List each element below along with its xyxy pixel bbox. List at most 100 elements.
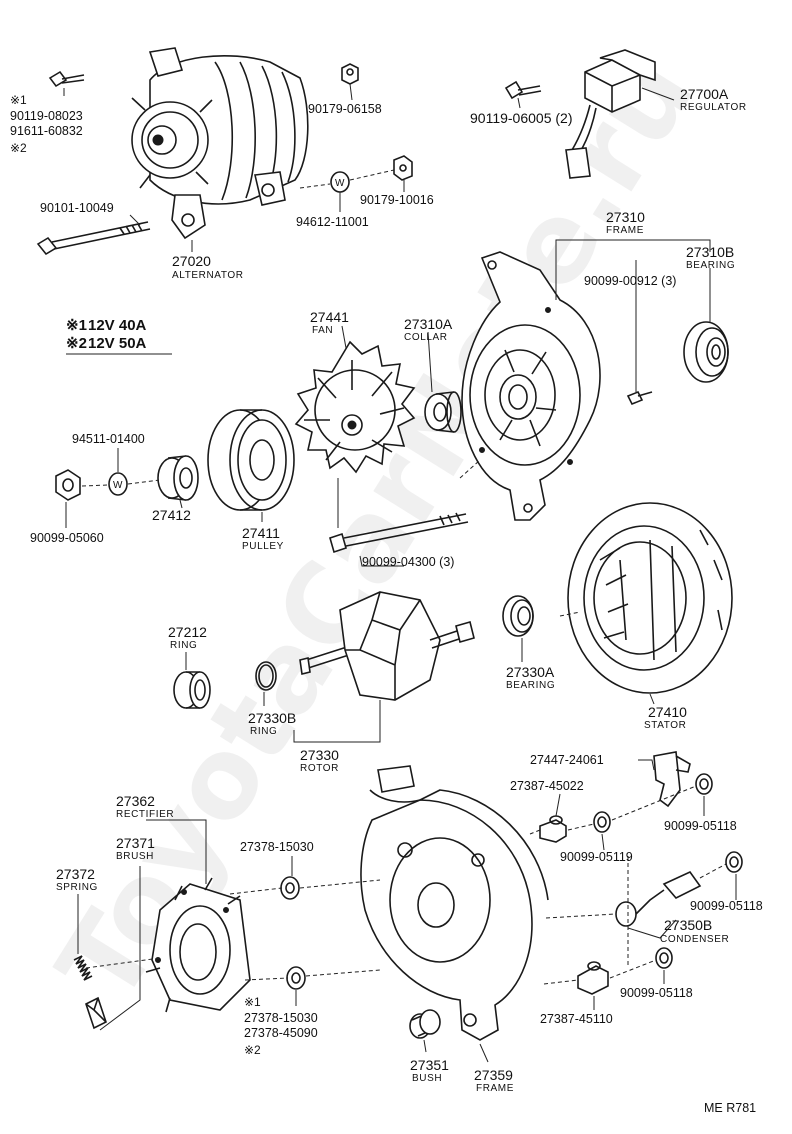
label-91611-60832: 91611-60832 bbox=[10, 124, 83, 138]
label-27372: 27372 bbox=[56, 866, 95, 882]
regulator-drawing bbox=[565, 49, 656, 179]
bearing-27310B-drawing bbox=[683, 321, 729, 383]
label-27350B: 27350B bbox=[664, 917, 712, 933]
label-27387-45110: 27387-45110 bbox=[540, 1012, 613, 1026]
label-27020: 27020 bbox=[172, 253, 211, 269]
label-27359: 27359 bbox=[474, 1067, 513, 1083]
label-90099-04300: 90099-04300 (3) bbox=[362, 555, 454, 569]
label-94612-11001: 94612-11001 bbox=[296, 215, 369, 229]
label-27378-15030a: 27378-15030 bbox=[240, 840, 314, 854]
bearing-27330A-drawing bbox=[502, 595, 534, 637]
label-27371: 27371 bbox=[116, 835, 155, 851]
label-27330A: 27330A bbox=[506, 664, 555, 680]
label-27310B-name: BEARING bbox=[686, 260, 735, 271]
label-27359-name: FRAME bbox=[476, 1083, 514, 1094]
label-90099-05119: 90099-05119 bbox=[560, 850, 633, 864]
insulator-27378-15030b-drawing bbox=[286, 966, 306, 990]
washer-94511-drawing: W bbox=[108, 472, 128, 496]
label-90099-05118a: 90099-05118 bbox=[664, 819, 737, 833]
label-27212: 27212 bbox=[168, 624, 207, 640]
label-90099-05060: 90099-05060 bbox=[30, 531, 104, 545]
label-27362-name: RECTIFIER bbox=[116, 809, 174, 820]
insulator-27378-15030a-drawing bbox=[280, 876, 300, 900]
nut-90099-05118c-drawing bbox=[655, 947, 673, 969]
label-27411-name: PULLEY bbox=[242, 541, 284, 552]
label-27310A-name: COLLAR bbox=[404, 332, 448, 343]
label-27700A: 27700A bbox=[680, 86, 729, 102]
label-27362: 27362 bbox=[116, 793, 155, 809]
screw-90099-00912-drawing bbox=[626, 390, 653, 406]
label-27378-45090-mark: ※2 bbox=[244, 1043, 261, 1057]
nut-90099-05118a-drawing bbox=[695, 773, 713, 795]
label-27351-name: BUSH bbox=[412, 1073, 442, 1084]
diagram-code: ME R781 bbox=[704, 1101, 756, 1115]
rear-frame-drawing bbox=[360, 765, 549, 1041]
spec-legend: ※1 12V 40A ※2 12V 50A bbox=[66, 317, 172, 355]
labels: ※1 90119-08023 91611-60832 ※2 90101-1004… bbox=[10, 86, 763, 1115]
label-27310B: 27310B bbox=[686, 244, 734, 260]
spring-27372-drawing bbox=[73, 955, 93, 981]
label-90119-08023: 90119-08023 bbox=[10, 109, 83, 123]
nut-90099-05118b-drawing bbox=[725, 851, 743, 873]
bracket-27447-drawing bbox=[653, 751, 691, 808]
label-27372-name: SPRING bbox=[56, 882, 98, 893]
label-27310-name: FRAME bbox=[606, 225, 644, 236]
label-27212-name: RING bbox=[170, 640, 197, 651]
label-90119-08023-mark: ※1 bbox=[10, 93, 27, 107]
label-27310: 27310 bbox=[606, 209, 645, 225]
svg-text:W: W bbox=[335, 178, 345, 189]
alternator-assembly-drawing bbox=[131, 47, 309, 240]
label-27387-45022: 27387-45022 bbox=[510, 779, 584, 793]
label-27330: 27330 bbox=[300, 747, 339, 763]
label-91611-60832-mark: ※2 bbox=[10, 141, 27, 155]
label-90101-10049: 90101-10049 bbox=[40, 201, 114, 215]
label-27330A-name: BEARING bbox=[506, 680, 555, 691]
nut-90179-06158-drawing bbox=[341, 63, 359, 85]
label-90099-05118b: 90099-05118 bbox=[690, 899, 763, 913]
label-90119-06005: 90119-06005 (2) bbox=[470, 110, 572, 126]
stator-drawing bbox=[567, 502, 733, 694]
legend-text-2: 12V 50A bbox=[88, 335, 147, 352]
label-27020-name: ALTERNATOR bbox=[172, 270, 244, 281]
spacer-27412-drawing bbox=[157, 455, 199, 501]
label-27310A: 27310A bbox=[404, 316, 453, 332]
label-27330-name: ROTOR bbox=[300, 763, 339, 774]
front-frame-drawing bbox=[461, 251, 601, 521]
label-27411: 27411 bbox=[242, 525, 280, 541]
legend-mark-2: ※2 bbox=[66, 335, 87, 352]
label-27378-45090: 27378-45090 bbox=[244, 1026, 318, 1040]
label-90099-05118c: 90099-05118 bbox=[620, 986, 693, 1000]
bush-27351-drawing bbox=[409, 1009, 441, 1039]
through-bolt-90099-04300-drawing bbox=[329, 512, 469, 554]
svg-text:W: W bbox=[113, 480, 123, 491]
label-27351: 27351 bbox=[410, 1057, 449, 1073]
legend-text-1: 12V 40A bbox=[88, 317, 147, 334]
terminal-27387-45022-drawing bbox=[539, 815, 567, 843]
label-90179-10016: 90179-10016 bbox=[360, 193, 434, 207]
label-27441-name: FAN bbox=[312, 325, 333, 336]
label-90179-06158: 90179-06158 bbox=[308, 102, 382, 116]
screw-90119-06005-drawing bbox=[504, 80, 542, 100]
rectifier-drawing bbox=[145, 877, 251, 1013]
condenser-drawing bbox=[615, 870, 702, 927]
label-27410: 27410 bbox=[648, 704, 687, 720]
ring-27330B-drawing bbox=[255, 661, 277, 691]
nut-90099-05119-drawing bbox=[593, 811, 611, 833]
label-94511-01400: 94511-01400 bbox=[72, 432, 145, 446]
terminal-27387-45110-drawing bbox=[577, 961, 609, 995]
label-27410-name: STATOR bbox=[644, 720, 687, 731]
label-27330B: 27330B bbox=[248, 710, 296, 726]
pulley-27411-drawing bbox=[207, 409, 295, 511]
washer-94612-drawing: W bbox=[330, 171, 350, 193]
label-27378-15030b: 27378-15030 bbox=[244, 1011, 318, 1025]
brush-27371-drawing bbox=[85, 996, 107, 1030]
rotor-drawing bbox=[299, 591, 475, 701]
bolt-90119-08023-drawing bbox=[48, 70, 85, 88]
label-27371-name: BRUSH bbox=[116, 851, 154, 862]
legend-mark-1: ※1 bbox=[66, 317, 87, 334]
label-27412: 27412 bbox=[152, 507, 191, 523]
label-27378-15030b-mark: ※1 bbox=[244, 995, 261, 1009]
collar-27310A-drawing bbox=[424, 391, 462, 433]
ring-27212-drawing bbox=[173, 671, 211, 709]
